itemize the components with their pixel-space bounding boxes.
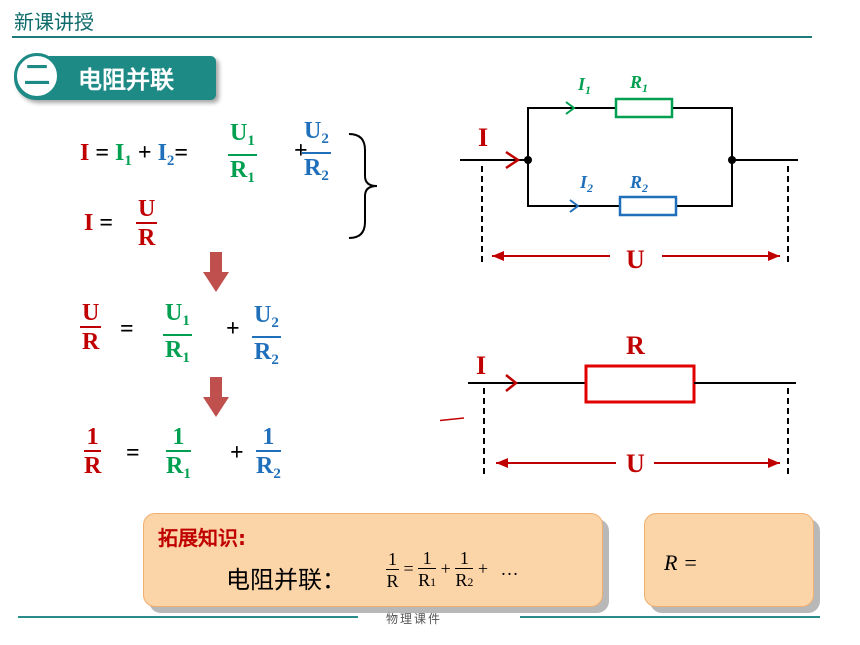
extension-box xyxy=(143,513,603,607)
resistor-R2 xyxy=(618,195,678,217)
result-text: R = xyxy=(664,550,698,575)
equals-sign: = xyxy=(120,316,134,342)
equivalent-circuit-diagram: I R U xyxy=(440,331,796,478)
fraction-1-R2: 1 R2 xyxy=(256,424,281,482)
label-U: U xyxy=(626,245,645,274)
label-I: I xyxy=(478,123,488,152)
plus-sign: + xyxy=(230,440,244,466)
label-I2: I2 xyxy=(579,172,593,195)
section-title: 电阻并联 xyxy=(78,66,174,94)
fraction-1-R1: 1 R1 xyxy=(166,424,191,482)
resistor-R xyxy=(584,364,696,404)
extension-title: 拓展知识: xyxy=(158,526,246,550)
label-U: U xyxy=(626,449,645,478)
equals-sign: = xyxy=(126,440,140,466)
fraction-U2-R2: U2 R2 xyxy=(302,118,331,184)
footer-divider-right xyxy=(520,616,820,618)
parallel-circuit-diagram: I U I1 R1 I2 R2 xyxy=(460,72,798,274)
section-number: 二 xyxy=(14,53,60,99)
fraction-U1-R1: U1 R1 xyxy=(228,120,257,186)
fraction-U2-R2: U2 R2 xyxy=(252,302,281,368)
footer-divider-left xyxy=(18,616,358,618)
fraction-U-R: U R xyxy=(136,196,158,251)
down-arrow-icon xyxy=(203,252,229,292)
fraction-U-R: U R xyxy=(80,300,102,355)
equation-ohm: I = xyxy=(84,210,114,236)
plus-sign: + xyxy=(226,316,240,342)
sym-I: I xyxy=(80,140,90,166)
plus-sign: + xyxy=(294,138,308,164)
fraction-U1-R1: U1 R1 xyxy=(163,300,192,366)
right-brace xyxy=(348,133,378,239)
header-divider xyxy=(12,36,812,38)
resistor-R1 xyxy=(614,97,674,119)
extension-label: 电阻并联： xyxy=(226,566,346,594)
sym-I2: I xyxy=(157,140,167,166)
down-arrow-icon xyxy=(203,377,229,417)
sym-I1: I xyxy=(115,140,125,166)
result-box xyxy=(644,513,814,607)
header-title: 新课讲授 xyxy=(14,10,94,34)
label-R: R xyxy=(626,331,645,360)
label-R1: R1 xyxy=(629,72,648,95)
label-I1: I1 xyxy=(577,74,591,97)
equation-current-sum: I = I1 + I2= xyxy=(80,140,189,169)
label-R2: R2 xyxy=(629,172,648,195)
footer-text: 物理课件 xyxy=(386,612,443,626)
fraction-1-R: 1 R xyxy=(84,424,102,479)
label-I: I xyxy=(476,351,486,380)
